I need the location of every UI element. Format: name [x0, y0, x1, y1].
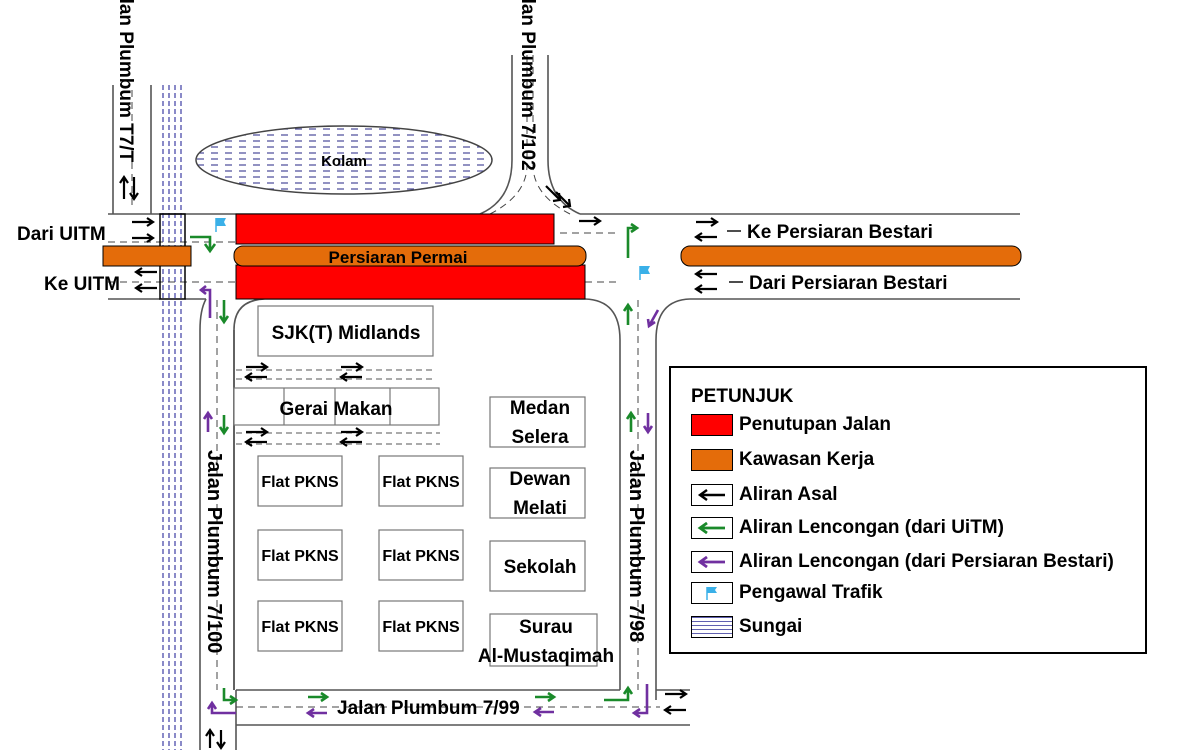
legend-label: Aliran Asal — [739, 484, 838, 505]
legend-label: Aliran Lencongan (dari UiTM) — [739, 517, 1004, 538]
medan-selera-label-1: Medan — [510, 398, 570, 419]
work-zone-east — [680, 245, 1022, 267]
jalan-plumbum-7-99-label: Jalan Plumbum 7/99 — [337, 698, 520, 719]
legend-item-pengawal-trafik: Pengawal Trafik — [691, 580, 883, 606]
persiaran-permai-label: Persiaran Permai — [329, 248, 468, 267]
river — [162, 85, 182, 750]
jalan-plumbum-7-102-label: alan Plumbum 7/102 — [517, 0, 538, 171]
flat-pkns-label: Flat PKNS — [382, 548, 460, 565]
legend-item-kawasan-kerja: Kawasan Kerja — [691, 447, 874, 473]
jalan-plumbum-7-100-label: Jalan Plumbum 7/100 — [203, 450, 225, 653]
legend-item-aliran-asal: Aliran Asal — [691, 482, 838, 508]
surau-label-1: Surau — [519, 617, 573, 638]
legend: PETUNJUK Penutupan Jalan Kawasan Kerja A… — [669, 366, 1147, 654]
ke-persiaran-bestari-label: Ke Persiaran Bestari — [747, 222, 933, 243]
work-zone-swatch-icon — [691, 449, 733, 471]
legend-item-sungai: Sungai — [691, 614, 802, 640]
ke-uitm-label: Ke UITM — [44, 274, 120, 295]
work-zone-west — [102, 245, 192, 267]
medan-selera-label-2: Selera — [511, 427, 568, 448]
flat-pkns-label: Flat PKNS — [382, 619, 460, 636]
river-icon — [691, 616, 733, 638]
lane-dividers — [108, 55, 660, 708]
detour-bestari-arrows — [198, 284, 660, 719]
flat-pkns-label: Flat PKNS — [382, 474, 460, 491]
pond-label: Kolam — [321, 153, 367, 170]
dewan-melati-label-1: Dewan — [509, 469, 570, 490]
flat-pkns-label: Flat PKNS — [261, 619, 339, 636]
detour-uitm-arrows — [190, 222, 640, 706]
legend-label: Sungai — [739, 616, 803, 637]
legend-label: Aliran Lencongan (dari Persiaran Bestari… — [739, 551, 1114, 572]
jalan-plumbum-t7t-label: alan Plumbum T7/T — [115, 0, 136, 163]
lane-lines-gerai — [236, 369, 440, 445]
gerai-makan-label: Gerai Makan — [280, 399, 393, 420]
flat-pkns-label: Flat PKNS — [261, 474, 339, 491]
flag-icon — [215, 218, 226, 232]
dari-persiaran-bestari-label: Dari Persiaran Bestari — [749, 273, 948, 294]
legend-item-lencongan-uitm: Aliran Lencongan (dari UiTM) — [691, 515, 1004, 541]
dari-uitm-label: Dari UITM — [17, 224, 106, 245]
green-arrow-icon — [691, 517, 733, 539]
pond — [195, 125, 493, 195]
flag-icon — [639, 266, 650, 280]
flat-pkns-label: Flat PKNS — [261, 548, 339, 565]
legend-label: Pengawal Trafik — [739, 582, 883, 603]
road-closure-bottom — [235, 264, 586, 300]
legend-label: Penutupan Jalan — [739, 414, 892, 435]
flag-icon — [691, 582, 733, 604]
sjk-midlands-label: SJK(T) Midlands — [272, 323, 421, 344]
sekolah-label: Sekolah — [504, 557, 577, 578]
black-arrow-icon — [691, 484, 733, 506]
surau-label-2: Al-Mustaqimah — [478, 646, 614, 667]
original-flow-arrows — [119, 175, 719, 750]
legend-title: PETUNJUK — [691, 386, 794, 407]
buildings — [233, 305, 598, 667]
dewan-melati-label-2: Melati — [513, 498, 567, 519]
purple-arrow-icon — [691, 551, 733, 573]
road-closure-top — [235, 213, 555, 245]
legend-label: Kawasan Kerja — [739, 449, 875, 470]
jalan-plumbum-7-98-label: Jalan Plumbum 7/98 — [625, 450, 647, 642]
legend-item-penutupan-jalan: Penutupan Jalan — [691, 412, 891, 438]
legend-item-lencongan-bestari: Aliran Lencongan (dari Persiaran Bestari… — [691, 549, 1114, 575]
closure-swatch-icon — [691, 414, 733, 436]
work-zone-main — [233, 245, 587, 267]
